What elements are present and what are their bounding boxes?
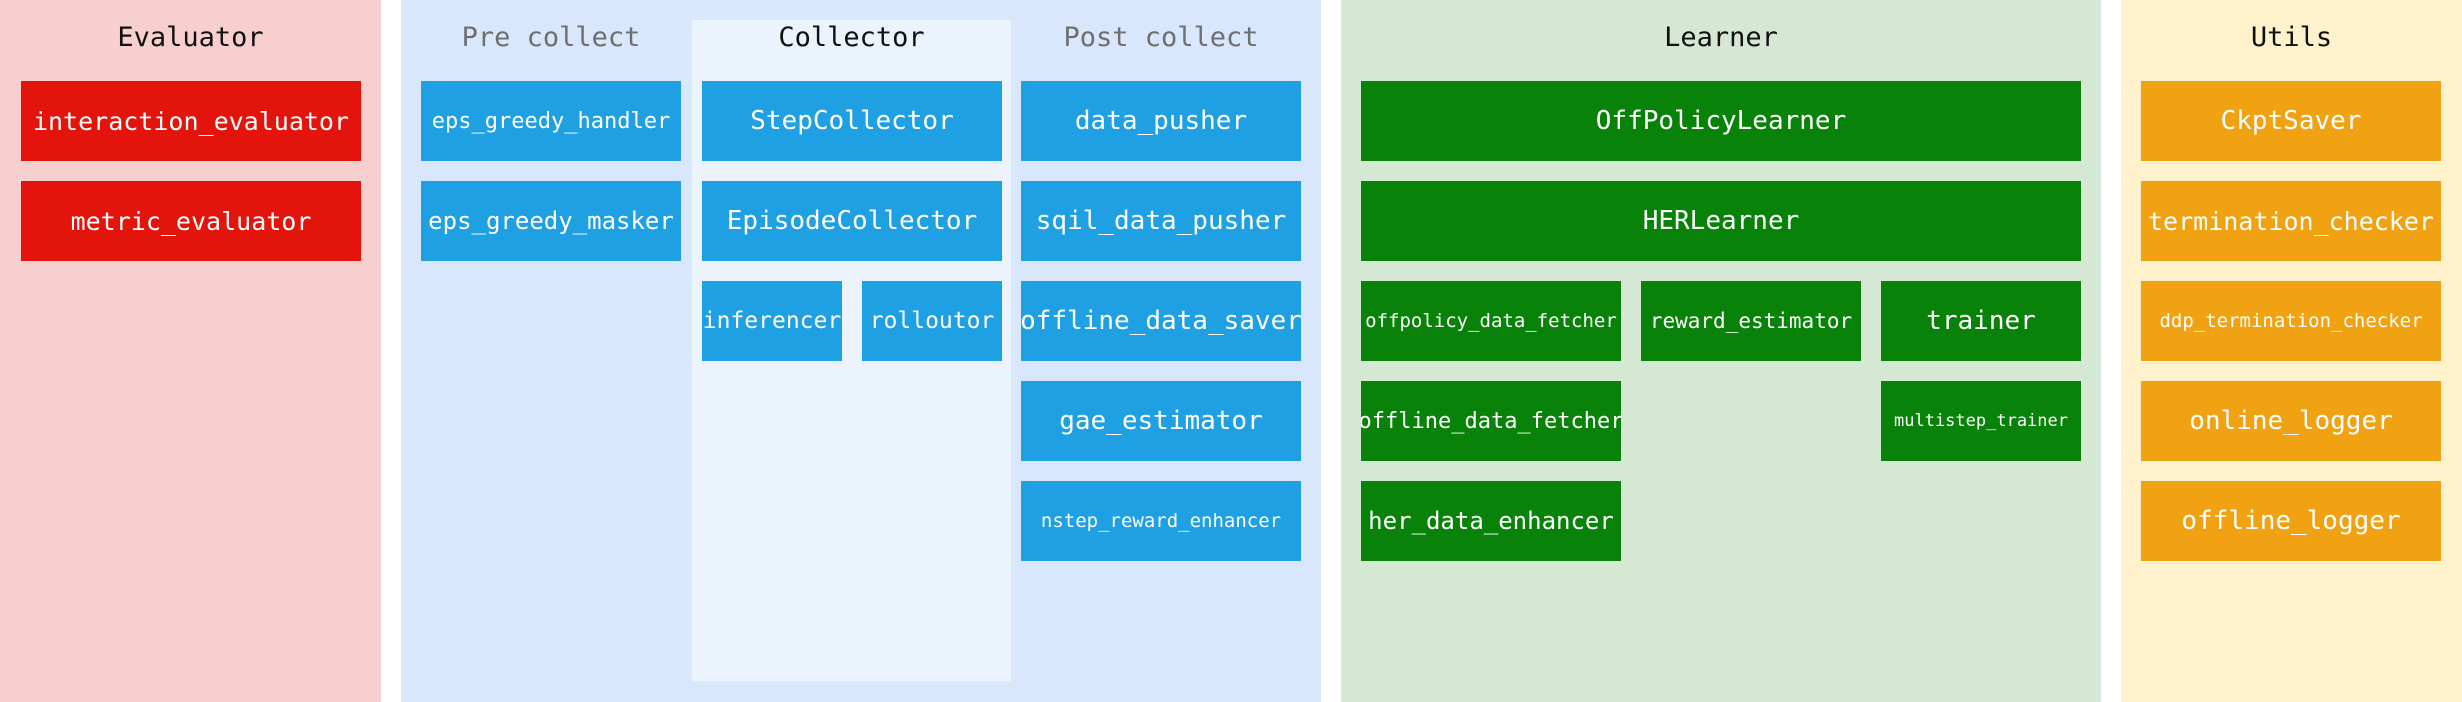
- offline-logger-box: offline_logger: [2141, 481, 2441, 561]
- post-collect-title: Post collect: [1063, 22, 1259, 53]
- termination-checker-box: termination_checker: [2141, 181, 2441, 261]
- her-learner-box: HERLearner: [1361, 181, 2081, 261]
- collector-title: Collector: [778, 22, 925, 53]
- episode-collector-box: EpisodeCollector: [702, 181, 1002, 261]
- data-pusher-box: data_pusher: [1021, 81, 1301, 161]
- pre-collect-title: Pre collect: [461, 22, 641, 53]
- reward-estimator-box: reward_estimator: [1641, 281, 1861, 361]
- evaluator-title: Evaluator: [117, 22, 264, 53]
- offline-data-fetcher-box: offline_data_fetcher: [1361, 381, 1621, 461]
- ddp-termination-checker-box: ddp_termination_checker: [2141, 281, 2441, 361]
- evaluator-panel: Evaluator interaction_evaluator metric_e…: [0, 0, 381, 702]
- online-logger-box: online_logger: [2141, 381, 2441, 461]
- ckpt-saver-box: CkptSaver: [2141, 81, 2441, 161]
- her-data-enhancer-box: her_data_enhancer: [1361, 481, 1621, 561]
- eps-greedy-handler-box: eps_greedy_handler: [421, 81, 681, 161]
- utils-title: Utils: [2250, 22, 2333, 53]
- trainer-box: trainer: [1881, 281, 2081, 361]
- sqil-data-pusher-box: sqil_data_pusher: [1021, 181, 1301, 261]
- learner-title: Learner: [1664, 22, 1778, 53]
- gae-estimator-box: gae_estimator: [1021, 381, 1301, 461]
- step-collector-box: StepCollector: [702, 81, 1002, 161]
- offpolicy-data-fetcher-box: offpolicy_data_fetcher: [1361, 281, 1621, 361]
- interaction-evaluator-box: interaction_evaluator: [21, 81, 361, 161]
- eps-greedy-masker-box: eps_greedy_masker: [421, 181, 681, 261]
- inferencer-box: inferencer: [702, 281, 842, 361]
- learner-panel: Learner OffPolicyLearner HERLearner offp…: [1341, 0, 2101, 702]
- multistep-trainer-box: multistep_trainer: [1881, 381, 2081, 461]
- metric-evaluator-box: metric_evaluator: [21, 181, 361, 261]
- offline-data-saver-box: offline_data_saver: [1021, 281, 1301, 361]
- nstep-reward-enhancer-box: nstep_reward_enhancer: [1021, 481, 1301, 561]
- rolloutor-box: rolloutor: [862, 281, 1002, 361]
- utils-panel: Utils CkptSaver termination_checker ddp_…: [2121, 0, 2462, 702]
- collect-pipeline-panel: Pre collect eps_greedy_handler eps_greed…: [401, 0, 1321, 702]
- offpolicy-learner-box: OffPolicyLearner: [1361, 81, 2081, 161]
- collector-subpanel: Collector StepCollector EpisodeCollector…: [692, 20, 1011, 681]
